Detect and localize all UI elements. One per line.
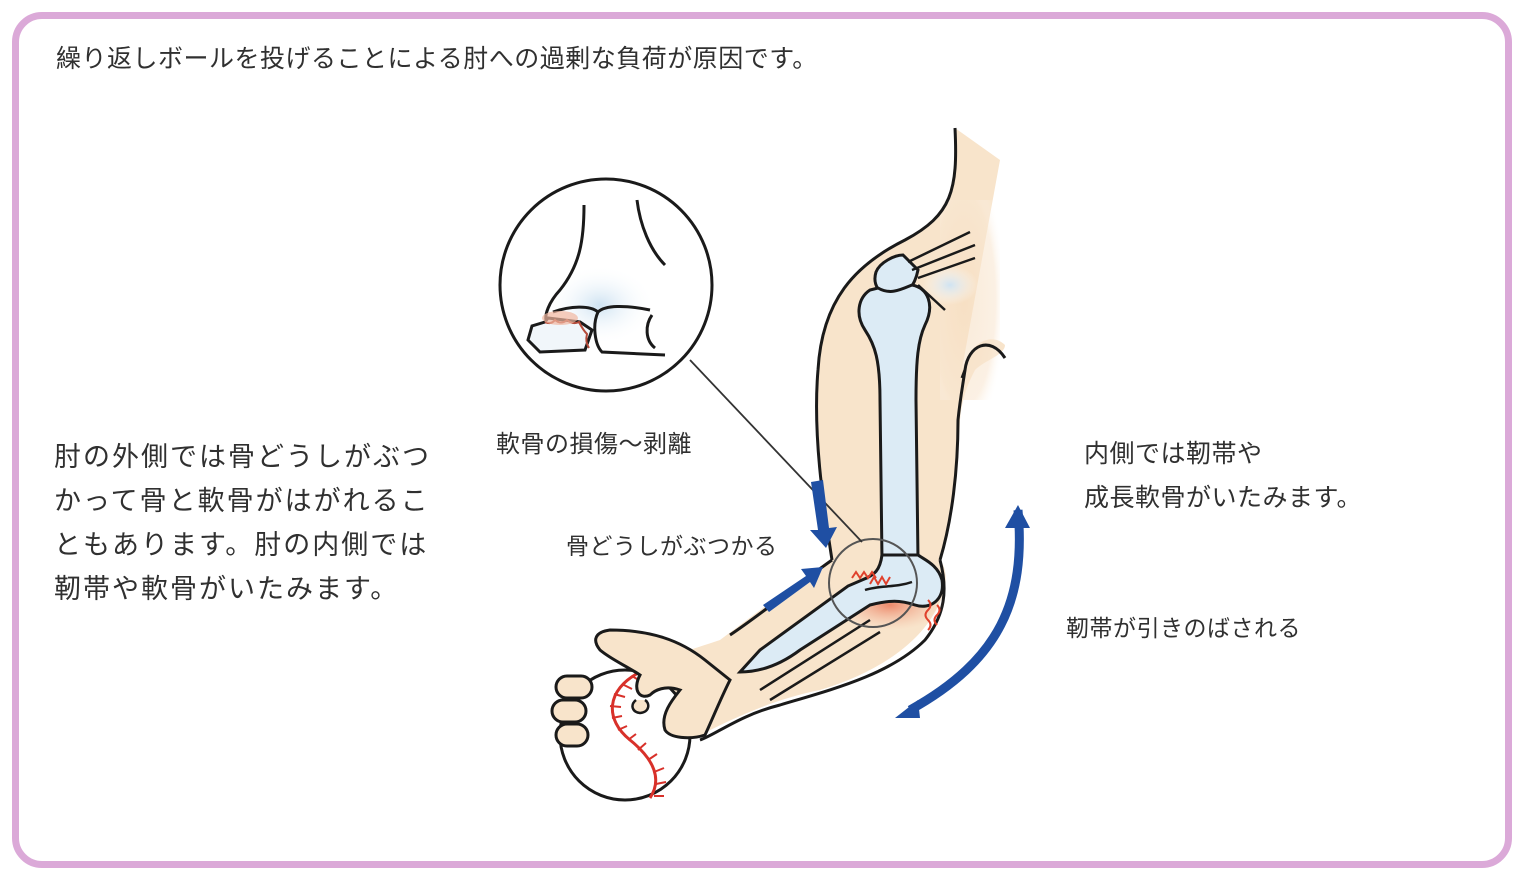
- compression-arrows: [763, 480, 837, 612]
- arrow-diagonal-icon: [763, 567, 823, 612]
- diagram-frame: [12, 12, 1512, 868]
- humerus-bone: [857, 283, 931, 562]
- medial-elbow-explanation: 内側では靭帯や 成長軟骨がいたみます。: [1084, 432, 1362, 520]
- page-heading: 繰り返しボールを投げることによる肘への過剰な負荷が原因です。: [56, 44, 818, 73]
- arrow-down-icon: [810, 480, 837, 548]
- stretch-arrow: [895, 505, 1030, 718]
- explanation-line: ともあります。肘の内側では: [54, 530, 429, 561]
- magnifier-circle: [828, 538, 918, 628]
- explanation-line: かって骨と軟骨がはがれるこ: [54, 486, 430, 517]
- label-ligament-stretched: 靭帯が引きのばされる: [1066, 616, 1301, 642]
- explanation-line: 肘の外側では骨どうしがぶつ: [54, 442, 431, 473]
- lateral-elbow-explanation: 肘の外側では骨どうしがぶつ かって骨と軟骨がはがれるこ ともあります。肘の内側で…: [54, 436, 431, 612]
- explanation-line: 内側では靭帯や: [1084, 439, 1263, 468]
- callout-line: [689, 359, 863, 543]
- explanation-line: 成長軟骨がいたみます。: [1084, 483, 1363, 512]
- arrow-up-icon: [1005, 505, 1030, 528]
- zoom-inset: [498, 177, 714, 393]
- hand: [550, 628, 732, 748]
- label-cartilage-damage: 軟骨の損傷～剥離: [496, 430, 692, 458]
- arrow-down-left-icon: [895, 700, 920, 718]
- label-bones-collide: 骨どうしがぶつかる: [566, 534, 778, 560]
- explanation-line: 靭帯や軟骨がいたみます。: [54, 574, 400, 605]
